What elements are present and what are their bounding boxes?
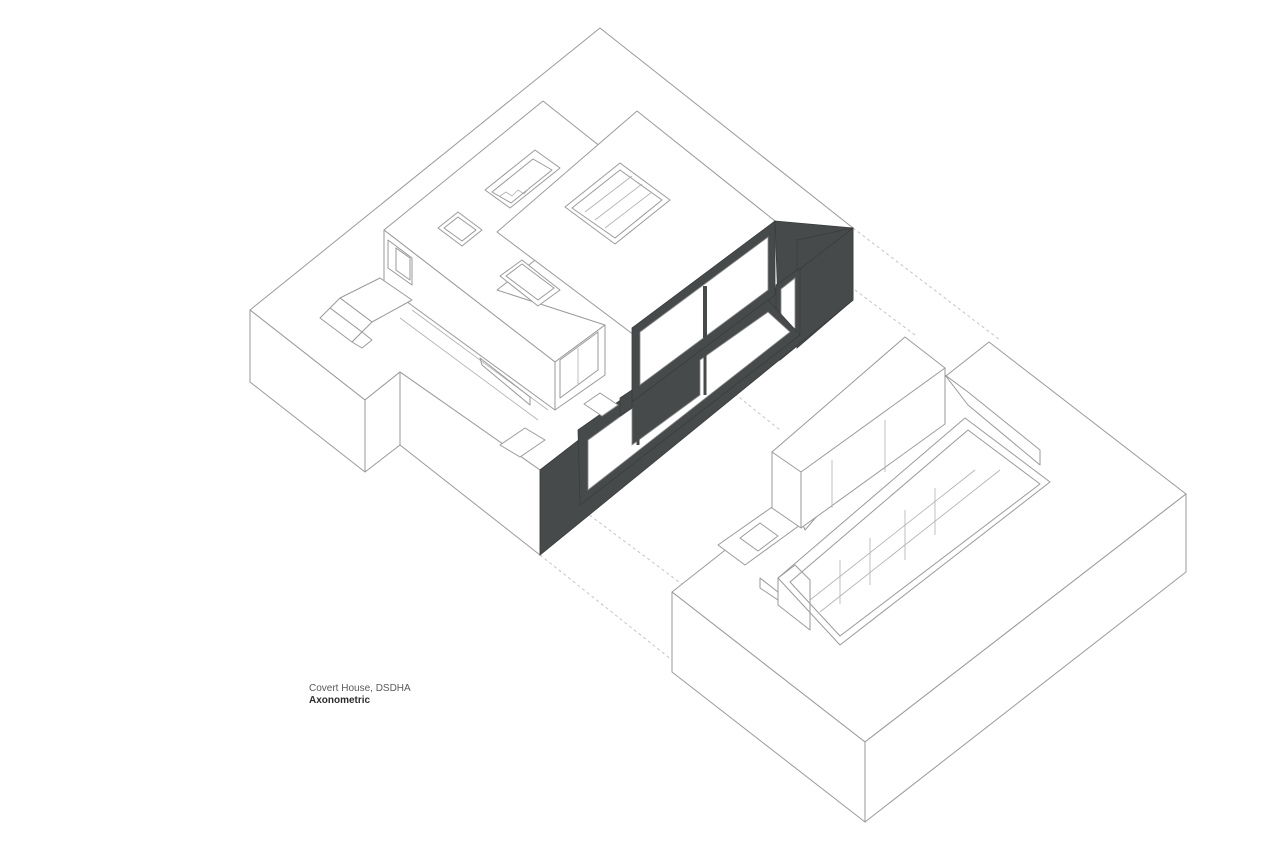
project-title: Covert House, DSDHA [309, 683, 411, 694]
skylights [437, 149, 671, 307]
view-title: Axonometric [309, 695, 371, 706]
entrance-steps [319, 277, 413, 349]
lower-house [717, 336, 1051, 646]
section-cut-wall [539, 220, 854, 556]
drawing-caption: Covert House, DSDHA Axonometric [309, 683, 411, 707]
path-lines [399, 309, 549, 458]
